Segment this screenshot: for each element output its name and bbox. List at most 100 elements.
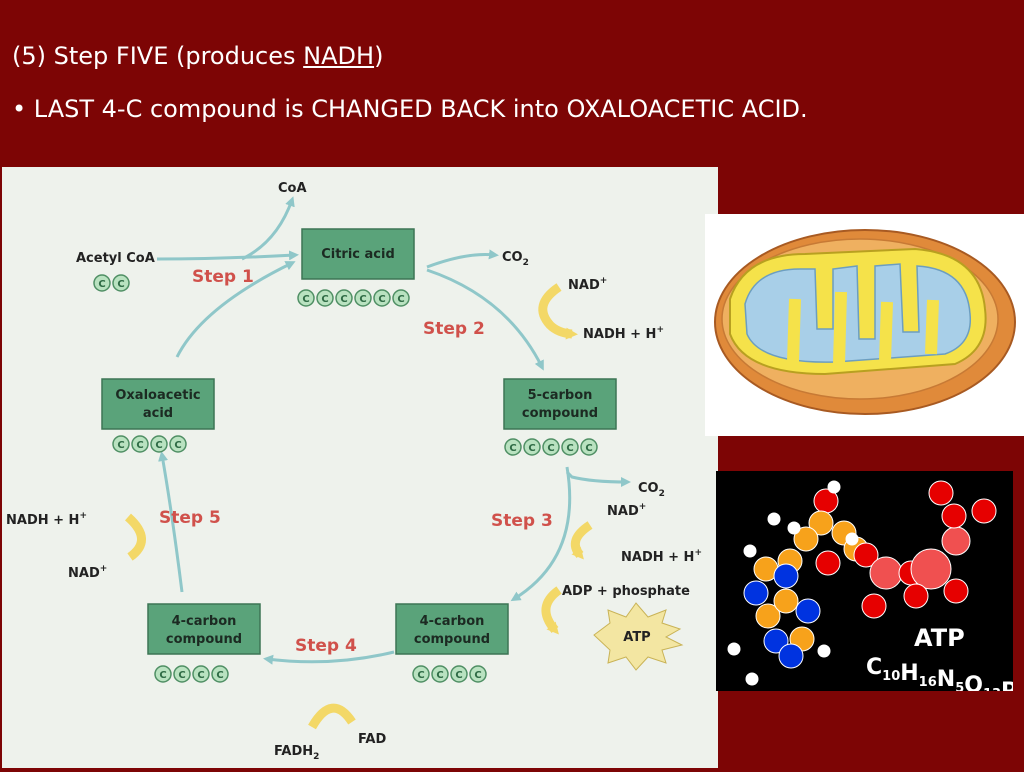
krebs-cycle-diagram: Citric acid 5-carbon compound 4-carbon c…	[2, 167, 718, 768]
formula-element: N	[937, 667, 955, 691]
nadh-label-step5: NADH + H+	[6, 511, 87, 528]
atp-molecule-model: ATP C10H16N5O13P3	[716, 471, 1024, 708]
label-four-carbon-left-1: 4-carbon	[172, 614, 237, 629]
atp-model-label: ATP	[914, 624, 965, 652]
label-citric-acid: Citric acid	[321, 247, 395, 262]
title-prefix: (5) Step FIVE (produces	[12, 42, 304, 70]
nad-nadh-arrow-step5	[124, 513, 146, 561]
atp-starburst-label: ATP	[623, 630, 650, 645]
arrow-five-to-four	[510, 466, 572, 602]
carbon-atom	[542, 438, 560, 456]
box-oxaloacetic-acid: Oxaloacetic acid	[101, 378, 215, 430]
adp-phosphate-label: ADP + phosphate	[562, 584, 690, 599]
coa-label: CoA	[278, 181, 307, 196]
formula-element: O	[964, 673, 983, 691]
nad-plus-label-step5: NAD+	[68, 564, 107, 581]
slide-title: (5) Step FIVE (produces NADH)	[12, 42, 383, 70]
nadh-label-step2: NADH + H+	[583, 325, 664, 342]
carbon-atom	[131, 435, 149, 453]
arrow-co2-release-3	[565, 470, 631, 487]
atp-starburst: ATP	[593, 602, 684, 671]
carbon-atom	[561, 438, 579, 456]
nad-nadh-arrow-step3	[570, 521, 593, 560]
acetyl-coa-label: Acetyl CoA	[76, 251, 155, 266]
carbon-atom	[150, 435, 168, 453]
carbon-atom	[192, 665, 210, 683]
bullet-text: • LAST 4-C compound is CHANGED BACK into…	[12, 95, 808, 123]
carbon-atom	[169, 435, 187, 453]
carbon-atom	[316, 289, 334, 307]
formula-subscript: 16	[919, 675, 937, 690]
label-four-carbon-left-2: compound	[166, 632, 242, 647]
arrow-co2-release-2	[426, 249, 499, 269]
carbon-atom	[450, 665, 468, 683]
carbon-atom-symbol: C	[136, 440, 143, 451]
step-1-label: Step 1	[192, 267, 254, 287]
step-2-label: Step 2	[423, 319, 485, 339]
mitochondrion-illustration	[705, 214, 1024, 436]
step-5-label: Step 5	[159, 508, 221, 528]
carbon-atom-symbol: C	[197, 670, 204, 681]
box-four-carbon-left: 4-carbon compound	[147, 603, 261, 655]
carbon-atom	[335, 289, 353, 307]
carbon-atom	[297, 289, 315, 307]
carbon-atom	[469, 665, 487, 683]
co2-label-step2: CO2	[502, 250, 529, 268]
fad-fadh-arrow	[308, 703, 356, 730]
arrow-to-coa	[241, 196, 295, 261]
carbon-atom-symbol: C	[474, 670, 481, 681]
krebs-cycle-svg: Citric acid 5-carbon compound 4-carbon c…	[6, 181, 702, 762]
carbon-atom	[211, 665, 229, 683]
carbon-atom	[373, 289, 391, 307]
nad-plus-label-step2: NAD+	[568, 276, 607, 293]
carbon-atom-symbol: C	[585, 443, 592, 454]
arrow-oxaloacetic-to-citric	[175, 261, 296, 358]
formula-element: P	[1001, 679, 1013, 691]
step-4-label: Step 4	[295, 636, 357, 656]
atp-molecule-svg: ATP C10H16N5O13P3	[727, 480, 1024, 708]
carbon-atom-symbol: C	[455, 670, 462, 681]
formula-subscript: 5	[955, 681, 964, 691]
carbon-atom	[392, 289, 410, 307]
carbon-atom	[112, 274, 130, 292]
fadh2-label: FADH2	[274, 744, 319, 762]
label-four-carbon-right-1: 4-carbon	[420, 614, 485, 629]
carbon-atom-symbol: C	[159, 670, 166, 681]
fad-label: FAD	[358, 732, 386, 747]
arrow-four-to-oxaloacetic	[158, 451, 184, 593]
adp-atp-arrow	[541, 586, 562, 635]
carbon-atom	[431, 665, 449, 683]
arrow-acetyl-to-citric	[156, 250, 299, 261]
carbon-atom-symbol: C	[302, 294, 309, 305]
carbon-atom-symbol: C	[547, 443, 554, 454]
carbon-atom-symbol: C	[417, 670, 424, 681]
carbon-atom-symbol: C	[98, 279, 105, 290]
carbon-atom	[112, 435, 130, 453]
label-five-carbon-2: compound	[522, 406, 598, 421]
carbon-atom-symbol: C	[528, 443, 535, 454]
title-suffix: )	[374, 42, 384, 70]
mitochondrion-svg	[714, 229, 1016, 415]
box-citric-acid: Citric acid	[301, 228, 415, 280]
carbon-atom-symbol: C	[321, 294, 328, 305]
carbon-atom-symbol: C	[174, 440, 181, 451]
carbon-atom	[412, 665, 430, 683]
formula-element: C	[866, 655, 882, 680]
carbon-atom-symbol: C	[117, 440, 124, 451]
label-five-carbon-1: 5-carbon	[528, 388, 593, 403]
carbon-atom	[523, 438, 541, 456]
atp-atoms	[727, 480, 997, 686]
carbon-atom-symbol: C	[359, 294, 366, 305]
co2-label-step3: CO2	[638, 481, 665, 499]
formula-subscript: 10	[882, 669, 900, 684]
arrow-citric-to-five	[426, 268, 544, 371]
carbon-atom	[154, 665, 172, 683]
carbon-atom-symbol: C	[566, 443, 573, 454]
carbon-atom	[504, 438, 522, 456]
carbon-atom-symbol: C	[117, 279, 124, 290]
carbon-atom-symbol: C	[155, 440, 162, 451]
arrow-four-to-four	[263, 650, 395, 665]
formula-subscript: 13	[983, 687, 1001, 691]
carbon-atom-symbol: C	[509, 443, 516, 454]
